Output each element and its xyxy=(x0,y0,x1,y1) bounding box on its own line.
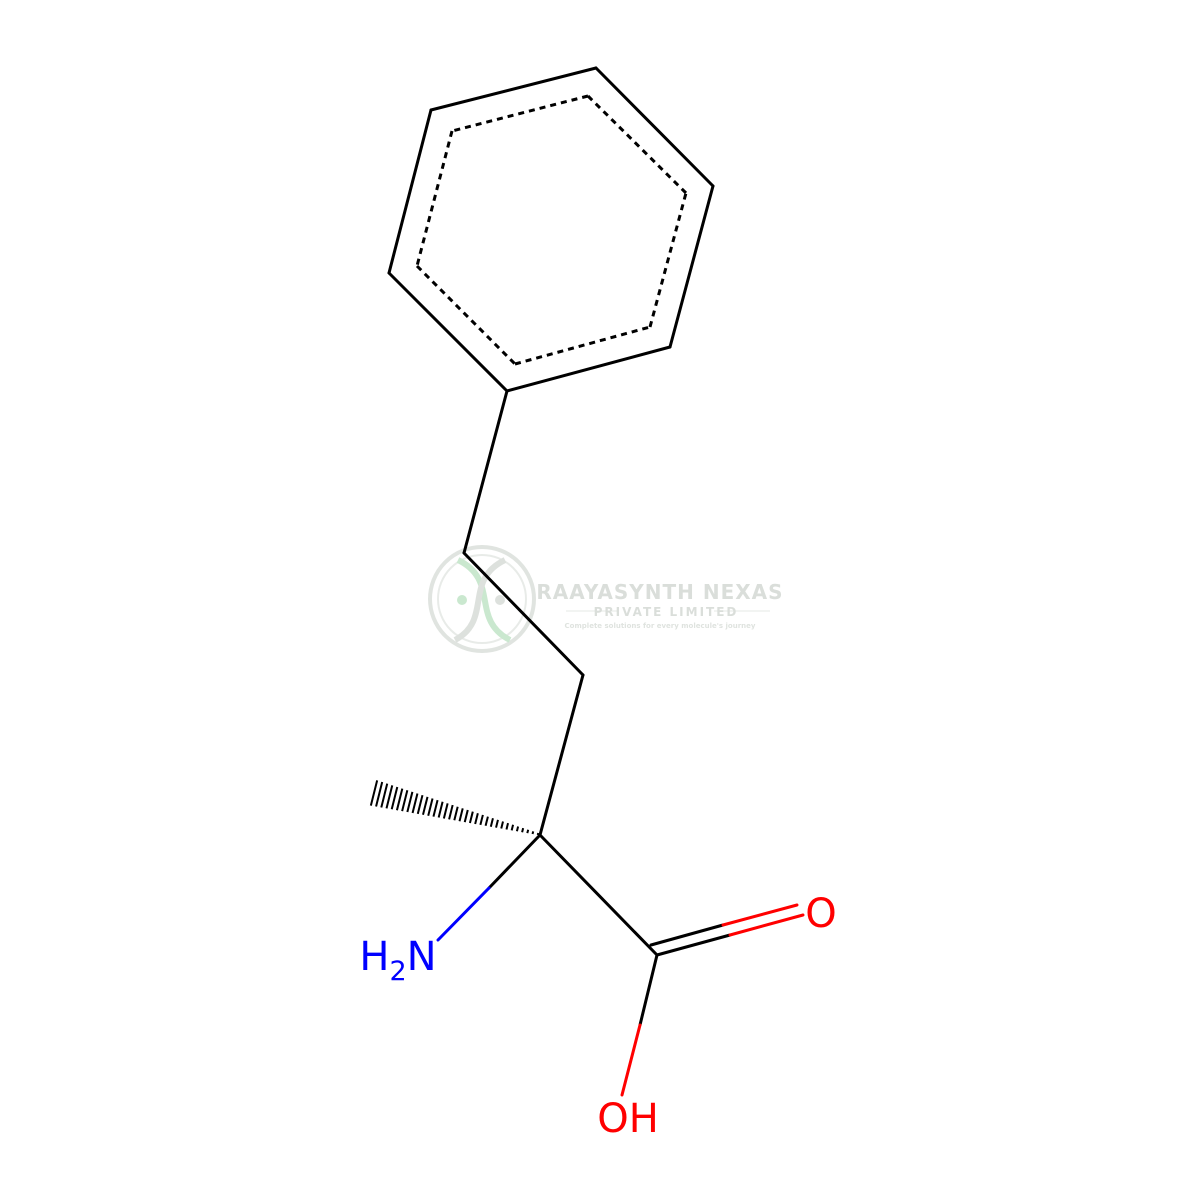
watermark-title: RAAYASYNTH NEXAS xyxy=(536,580,783,604)
watermark-logo-icon xyxy=(428,545,536,653)
ring-bond xyxy=(668,184,715,349)
wedge-hash xyxy=(510,824,515,831)
wedge-hash xyxy=(448,804,454,820)
methyl-hashed-wedge xyxy=(369,780,540,836)
wedge-hash xyxy=(453,806,459,821)
wedge-hash xyxy=(526,829,530,834)
wedge-hash xyxy=(390,786,399,810)
wedge-hash xyxy=(369,780,379,806)
wedge-hash xyxy=(474,813,479,825)
wedge-hash xyxy=(380,783,389,808)
wedge-hash xyxy=(406,791,414,813)
ring-bond xyxy=(387,108,433,275)
ring-bond xyxy=(505,345,672,393)
wedge-hash xyxy=(458,808,464,822)
ring-bond xyxy=(594,66,715,188)
wedge-hash xyxy=(500,821,504,829)
hydroxyl-label: OH xyxy=(597,1096,659,1142)
wedge-hash xyxy=(385,785,394,809)
wedge-hash xyxy=(521,827,525,833)
wedge-hash xyxy=(437,801,444,818)
wedge-hash xyxy=(432,799,439,817)
ring-bond xyxy=(387,271,509,393)
bond-calpha-amine xyxy=(436,833,542,942)
wedge-hash xyxy=(427,798,434,816)
wedge-hash xyxy=(411,793,419,814)
wedge-hash xyxy=(442,803,449,819)
carbonyl-oxygen-label: O xyxy=(805,891,836,937)
bond-carboxyl-hydroxyl xyxy=(620,953,659,1097)
wedge-hash xyxy=(531,831,535,835)
wedge-hash xyxy=(479,814,484,826)
benzene-ring xyxy=(387,66,715,393)
watermark: RAAYASYNTH NEXAS PRIVATE LIMITED Complet… xyxy=(428,545,783,653)
wedge-hash xyxy=(375,781,384,807)
wedge-hash xyxy=(395,788,404,811)
ring-bond xyxy=(429,66,598,112)
watermark-subtitle: PRIVATE LIMITED xyxy=(594,605,739,619)
amine-label: H2N xyxy=(359,934,436,987)
wedge-hash xyxy=(495,819,499,828)
wedge-hash xyxy=(416,794,424,815)
wedge-hash xyxy=(484,816,489,827)
bond-ring-ch2 xyxy=(462,389,509,555)
wedge-hash xyxy=(401,790,409,812)
wedge-hash xyxy=(468,811,474,824)
wedge-hash xyxy=(505,822,510,830)
wedge-hash xyxy=(489,817,494,827)
bond-ch2-ch2 xyxy=(462,551,585,677)
carbon-chain xyxy=(462,389,659,957)
wedge-hash xyxy=(515,826,520,832)
wedge-hash xyxy=(422,796,429,816)
aromatic-inner-ring xyxy=(415,94,688,366)
wedge-hash xyxy=(463,809,469,823)
watermark-tagline: Complete solutions for every molecule's … xyxy=(565,622,756,630)
bond-ch2-calpha xyxy=(538,673,585,837)
bond-carbonyl-double xyxy=(649,903,805,957)
bond-calpha-carboxyl xyxy=(538,833,659,957)
